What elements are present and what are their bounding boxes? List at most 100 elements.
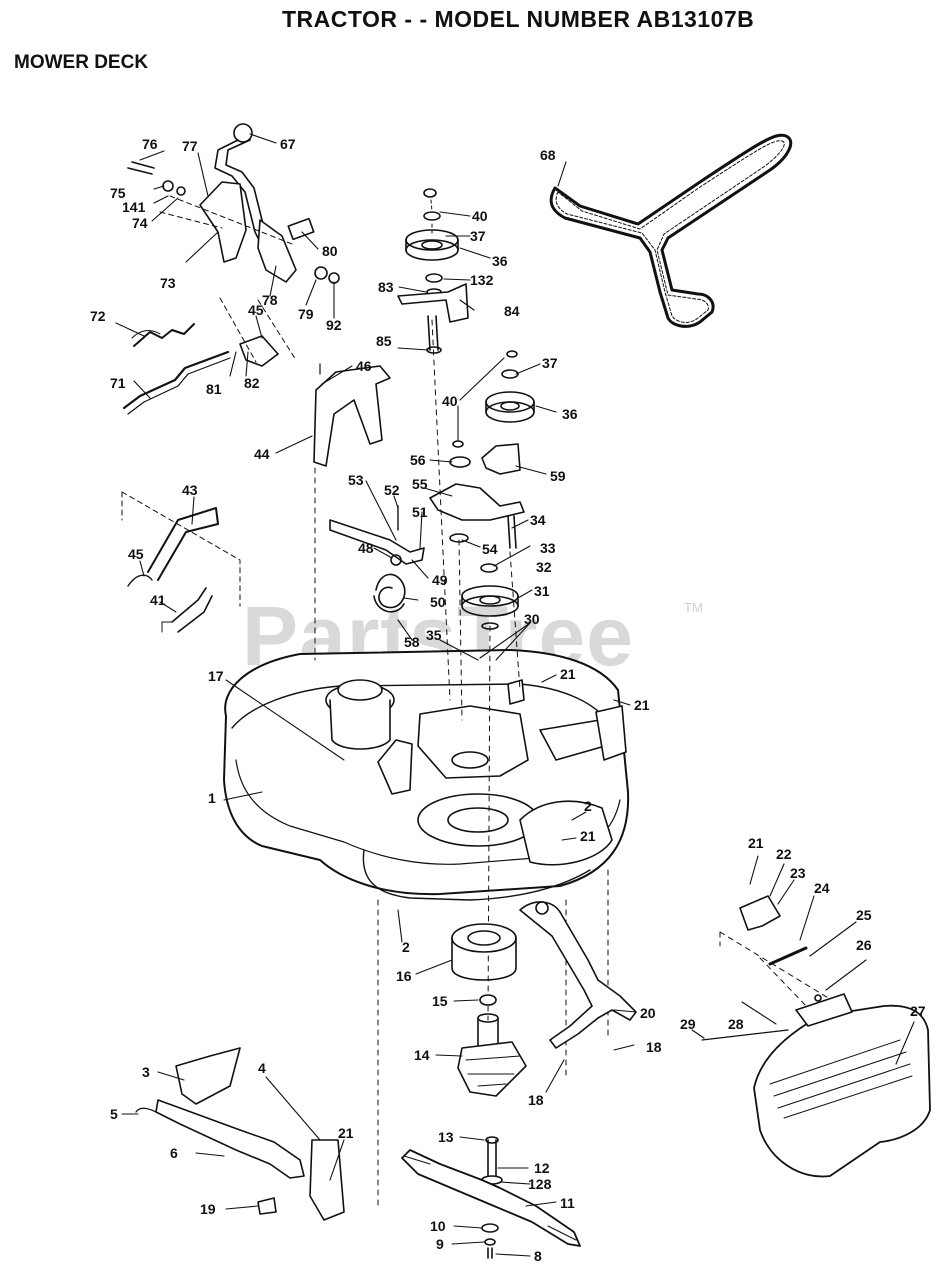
callout-25: 25 [856, 907, 872, 923]
blade-spindle-stack-drawing [451, 923, 527, 1185]
callout-31: 31 [534, 583, 550, 599]
callout-12: 12 [534, 1160, 550, 1176]
callout-41: 41 [150, 592, 166, 608]
callout-84: 84 [504, 303, 520, 319]
callout-40-lower: 40 [442, 393, 458, 409]
callout-6: 6 [170, 1145, 178, 1161]
callout-18-left: 18 [528, 1092, 544, 1108]
callout-34: 34 [530, 512, 546, 528]
callout-45-lower: 45 [128, 546, 144, 562]
callout-141: 141 [122, 199, 146, 215]
callout-21-b: 21 [634, 697, 650, 713]
watermark-trademark: TM [684, 600, 703, 615]
callout-74: 74 [132, 215, 148, 231]
callout-132: 132 [470, 272, 494, 288]
callout-50: 50 [430, 594, 446, 610]
callout-72: 72 [90, 308, 106, 324]
callout-83: 83 [378, 279, 394, 295]
callout-13: 13 [438, 1129, 454, 1145]
callout-2-lower: 2 [402, 939, 410, 955]
callout-52: 52 [384, 482, 400, 498]
callout-20: 20 [640, 1005, 656, 1021]
callout-81: 81 [206, 381, 222, 397]
callout-2-upper: 2 [584, 798, 592, 814]
callout-76: 76 [142, 136, 158, 152]
idler-pulley-stack-drawing [397, 188, 469, 354]
callout-29: 29 [680, 1016, 696, 1032]
callout-15: 15 [432, 993, 448, 1009]
callout-40-upper: 40 [472, 208, 488, 224]
mower-blade-drawing [401, 1149, 581, 1259]
callout-16: 16 [396, 968, 412, 984]
callout-11: 11 [560, 1195, 575, 1211]
lift-link-drawing [121, 491, 241, 633]
front-hanger-bracket-drawing [519, 901, 637, 1049]
callout-75: 75 [110, 185, 126, 201]
callout-leader-lines [115, 133, 915, 1257]
callout-27: 27 [910, 1003, 926, 1019]
callout-21-e: 21 [338, 1125, 354, 1141]
callout-46: 46 [356, 358, 372, 374]
mower-deck-shell-drawing [223, 649, 630, 901]
callout-9: 9 [436, 1236, 444, 1252]
callout-4: 4 [258, 1060, 266, 1076]
callout-44: 44 [254, 446, 270, 462]
callout-85: 85 [376, 333, 392, 349]
callout-78: 78 [262, 292, 278, 308]
callout-45-upper: 45 [248, 302, 264, 318]
callout-67: 67 [280, 136, 296, 152]
callout-26: 26 [856, 937, 872, 953]
diagram-title: TRACTOR - - MODEL NUMBER AB13107B [282, 6, 755, 32]
callout-5: 5 [110, 1106, 118, 1122]
callout-32: 32 [536, 559, 552, 575]
mandrel-pulley-stack-drawing [429, 350, 535, 630]
callout-58: 58 [404, 634, 420, 650]
callout-24: 24 [814, 880, 830, 896]
callout-92: 92 [326, 317, 342, 333]
callout-10: 10 [430, 1218, 446, 1234]
callout-37-upper: 37 [470, 228, 486, 244]
callout-1: 1 [208, 790, 216, 806]
callout-59: 59 [550, 468, 566, 484]
callout-79: 79 [298, 306, 314, 322]
callout-35: 35 [426, 627, 442, 643]
callout-33: 33 [540, 540, 556, 556]
belt-guide-and-idler-arm-drawing [313, 363, 425, 613]
discharge-deflector-drawing [701, 895, 931, 1178]
callout-22: 22 [776, 846, 792, 862]
rear-lift-links-drawing [135, 1047, 345, 1221]
callout-51: 51 [412, 504, 428, 520]
callout-53: 53 [348, 472, 364, 488]
callout-71: 71 [110, 375, 126, 391]
callout-36-lower: 36 [562, 406, 578, 422]
callout-68: 68 [540, 147, 556, 163]
callout-23: 23 [790, 865, 806, 881]
callout-48: 48 [358, 540, 374, 556]
callout-21-d: 21 [748, 835, 764, 851]
callout-3: 3 [142, 1064, 150, 1080]
callout-17: 17 [208, 668, 224, 684]
callout-43: 43 [182, 482, 198, 498]
callout-21-a: 21 [560, 666, 576, 682]
callout-19: 19 [200, 1201, 216, 1217]
callout-56: 56 [410, 452, 426, 468]
callout-49: 49 [432, 572, 448, 588]
callout-80: 80 [322, 243, 338, 259]
callout-18-right: 18 [646, 1039, 662, 1055]
callout-37-lower: 37 [542, 355, 558, 371]
callout-21-c: 21 [580, 828, 596, 844]
callout-14: 14 [414, 1047, 430, 1063]
callout-128: 128 [528, 1176, 552, 1192]
callout-77: 77 [182, 138, 198, 154]
callout-73: 73 [160, 275, 176, 291]
callout-82: 82 [244, 375, 260, 391]
callout-8: 8 [534, 1248, 542, 1264]
callout-55: 55 [412, 476, 428, 492]
callout-36-upper: 36 [492, 253, 508, 269]
deck-lift-handle-drawing [122, 123, 340, 415]
callout-30: 30 [524, 611, 540, 627]
callout-54: 54 [482, 541, 498, 557]
callout-28: 28 [728, 1016, 744, 1032]
